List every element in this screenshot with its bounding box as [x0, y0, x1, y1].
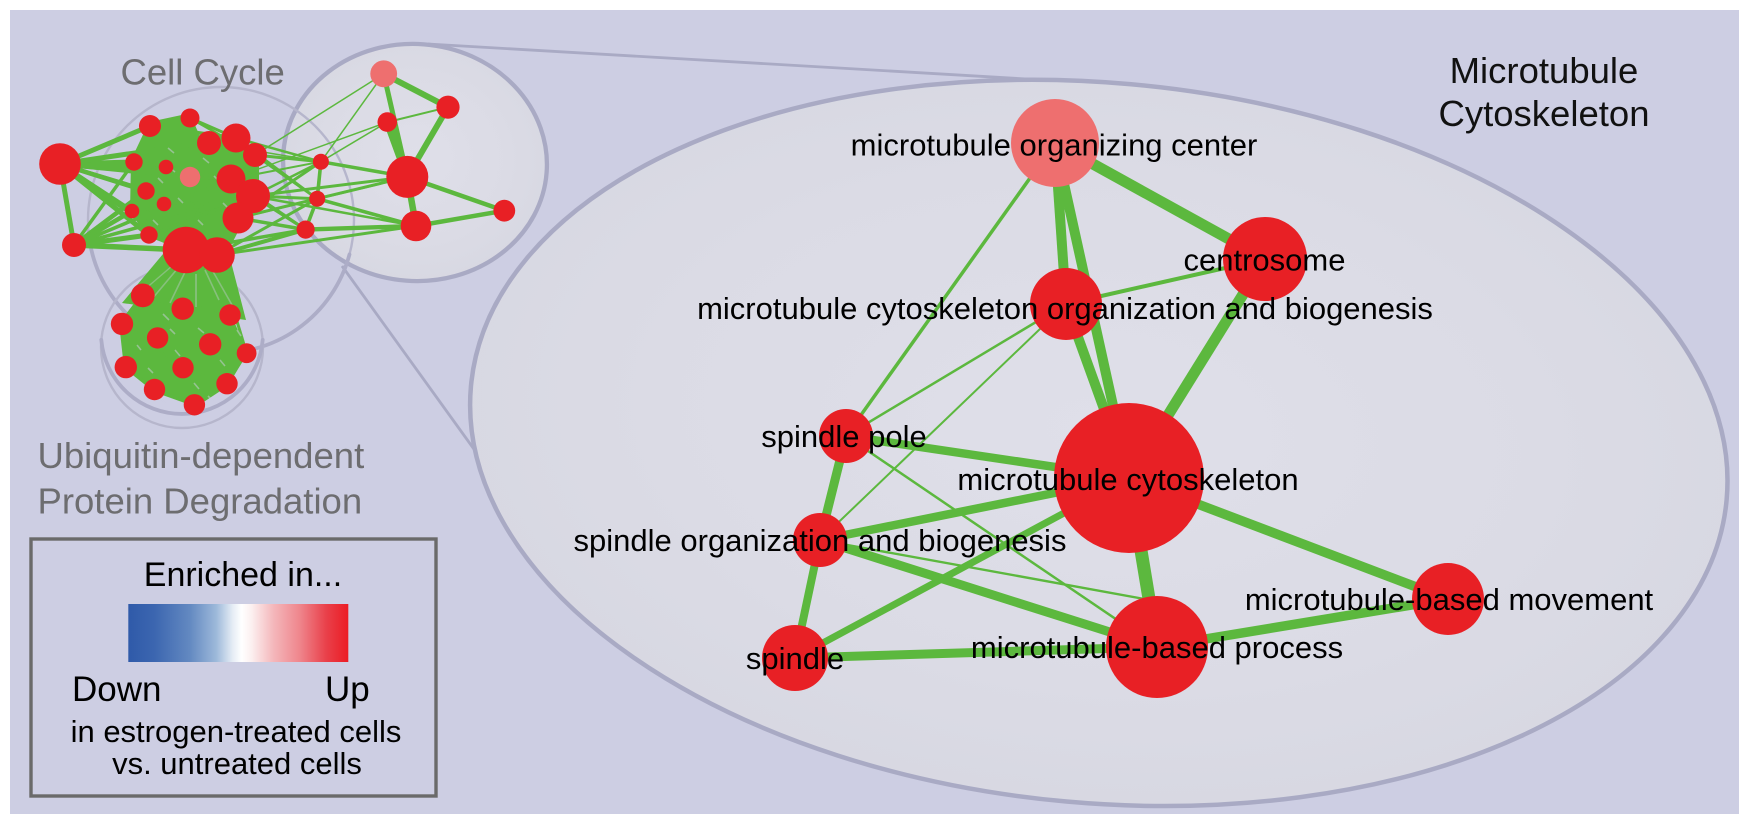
svg-text:Ubiquitin-dependent: Ubiquitin-dependent [38, 435, 365, 476]
svg-text:spindle: spindle [746, 641, 844, 676]
svg-text:microtubule-based movement: microtubule-based movement [1245, 582, 1654, 617]
svg-text:spindle organization and bioge: spindle organization and biogenesis [574, 523, 1067, 558]
svg-text:microtubule-based process: microtubule-based process [971, 630, 1343, 665]
svg-text:Cytoskeleton: Cytoskeleton [1439, 93, 1650, 134]
svg-text:Down: Down [72, 670, 161, 709]
svg-text:Microtubule: Microtubule [1450, 50, 1639, 91]
svg-text:vs. untreated cells: vs. untreated cells [112, 746, 362, 781]
svg-text:microtubule cytoskeleton: microtubule cytoskeleton [957, 462, 1298, 497]
svg-text:Cell Cycle: Cell Cycle [121, 52, 285, 93]
svg-text:spindle pole: spindle pole [761, 419, 926, 454]
svg-text:Enriched in...: Enriched in... [144, 556, 342, 594]
svg-text:centrosome: centrosome [1184, 243, 1346, 278]
svg-text:Up: Up [325, 670, 370, 709]
svg-text:Protein Degradation: Protein Degradation [38, 481, 363, 522]
svg-text:microtubule organizing center: microtubule organizing center [851, 128, 1258, 163]
svg-text:microtubule cytoskeleton organ: microtubule cytoskeleton organization an… [697, 291, 1433, 326]
svg-text:in estrogen-treated cells: in estrogen-treated cells [71, 714, 402, 749]
